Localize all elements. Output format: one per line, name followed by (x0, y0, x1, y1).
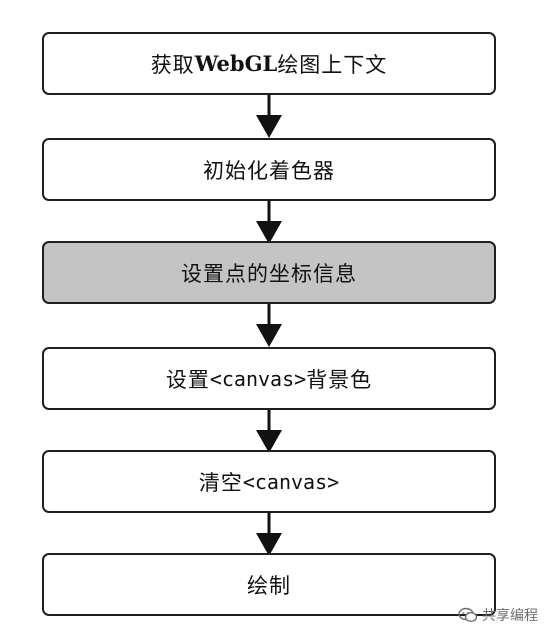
arrow-down-icon (256, 513, 282, 556)
step-2-label: 初始化着色器 (203, 158, 335, 183)
step-4-canvas-tag: <canvas> (209, 366, 307, 391)
step-draw: 绘制 (42, 553, 496, 616)
wechat-icon (458, 607, 478, 623)
step-init-shaders: 初始化着色器 (42, 138, 496, 201)
step-1-suffix: 绘图上下文 (277, 52, 388, 77)
step-6-label: 绘制 (247, 573, 291, 598)
step-5-canvas-tag: <canvas> (242, 469, 340, 494)
step-4-prefix: 设置 (165, 367, 210, 392)
step-1-webgl: WebGL (194, 51, 278, 76)
arrow-down-icon (256, 201, 282, 244)
step-set-canvas-background: 设置<canvas>背景色 (42, 347, 496, 410)
step-1-prefix: 获取 (150, 52, 195, 77)
step-set-vertex-positions: 设置点的坐标信息 (42, 241, 496, 304)
step-3-label: 设置点的坐标信息 (181, 261, 357, 286)
step-4-suffix: 背景色 (306, 367, 373, 392)
step-5-prefix: 清空 (198, 470, 243, 495)
watermark-text: 共享编程 (482, 608, 538, 624)
arrow-down-icon (256, 410, 282, 453)
step-clear-canvas: 清空<canvas> (42, 450, 496, 513)
arrow-down-icon (256, 304, 282, 347)
arrow-down-icon (256, 95, 282, 138)
watermark: 共享编程 (458, 605, 538, 625)
